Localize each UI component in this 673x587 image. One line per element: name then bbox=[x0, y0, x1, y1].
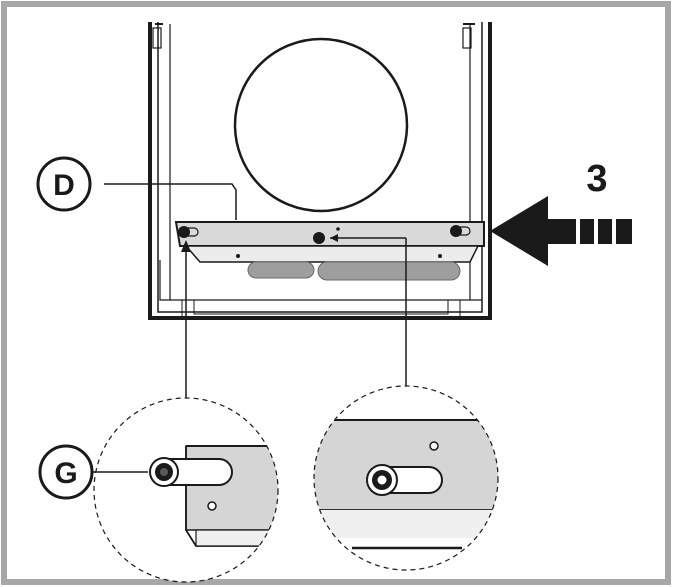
leader-d bbox=[104, 183, 237, 220]
label-d: D bbox=[53, 169, 75, 202]
label-g-badge: G bbox=[38, 444, 148, 500]
leader-left bbox=[181, 240, 191, 398]
screw-icon bbox=[313, 232, 325, 244]
slot-right bbox=[317, 261, 461, 281]
fan-opening bbox=[233, 37, 409, 213]
zoom-detail-left bbox=[93, 397, 279, 583]
appliance-body bbox=[148, 22, 492, 320]
push-arrow-icon bbox=[490, 196, 632, 266]
mounting-bracket bbox=[174, 221, 485, 386]
label-g: G bbox=[54, 457, 77, 490]
zoom-detail-right bbox=[313, 385, 499, 571]
slot-left bbox=[247, 261, 315, 279]
step-number: 3 bbox=[586, 158, 607, 200]
screw-icon bbox=[450, 225, 462, 237]
label-d-badge: D bbox=[36, 156, 92, 212]
